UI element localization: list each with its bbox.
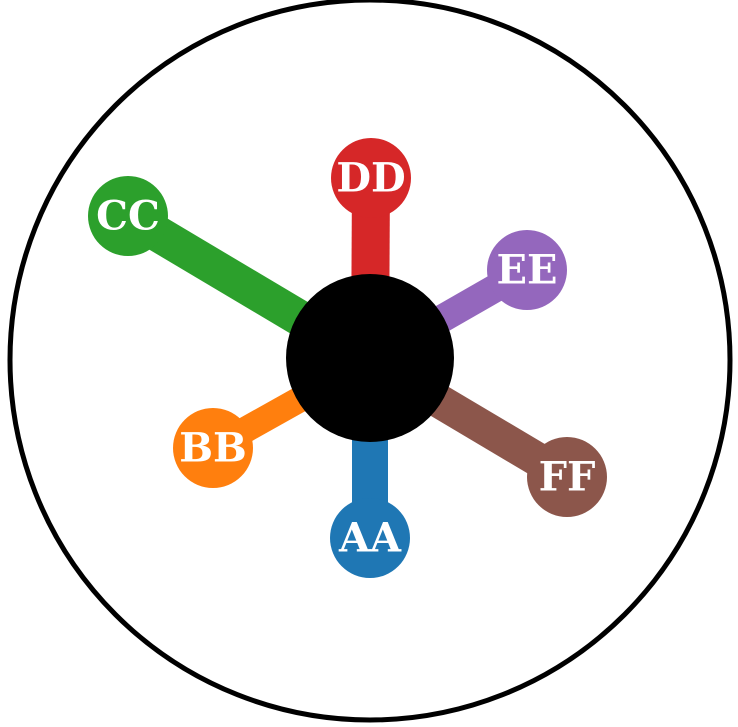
node-cc-circle (88, 176, 168, 256)
outer-boundary-circle (7, 0, 733, 723)
node-aa-label: AA (338, 515, 402, 562)
node-cc-label: CC (96, 193, 160, 240)
node-cc: CC (88, 176, 168, 256)
node-ee-circle (487, 230, 567, 310)
node-ee: EE (487, 230, 567, 310)
node-aa-circle (330, 498, 410, 578)
node-bb-label: BB (179, 425, 247, 472)
node-bb-circle (173, 408, 253, 488)
node-ee-label: EE (497, 247, 558, 294)
node-dd: DD (331, 138, 411, 218)
node-dd-label: DD (336, 155, 405, 202)
node-ff: FF (527, 437, 607, 517)
node-aa: AA (330, 498, 410, 578)
node-ff-circle (527, 437, 607, 517)
node-dd-circle (331, 138, 411, 218)
node-bb: BB (173, 408, 253, 488)
central-hub (286, 274, 454, 442)
node-ff-label: FF (539, 454, 596, 501)
